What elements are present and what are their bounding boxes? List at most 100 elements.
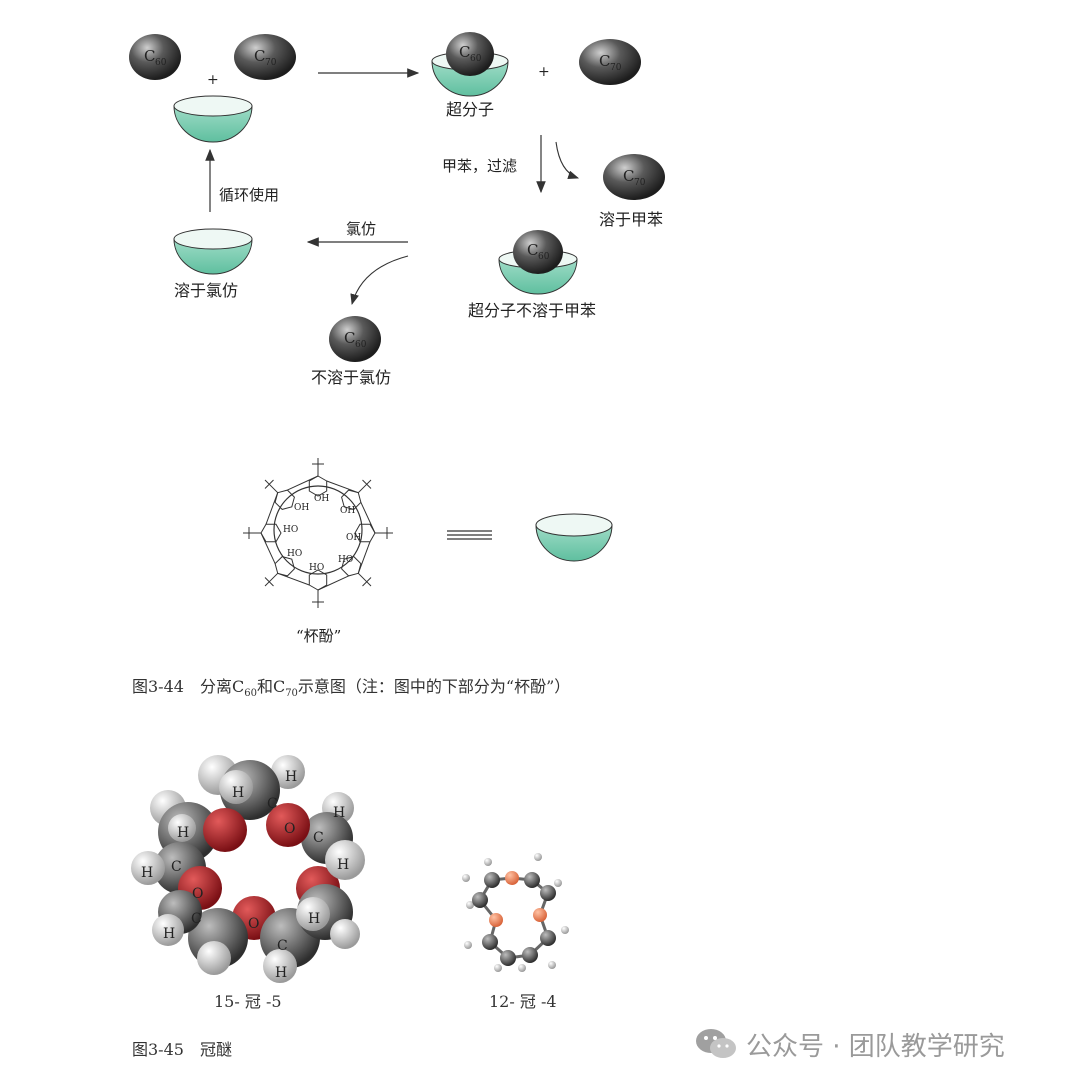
- calixarene-bowl-symbol: [535, 513, 613, 562]
- atom-c: [540, 885, 556, 901]
- plus-sign: +: [207, 72, 219, 88]
- atom-label: H: [285, 769, 297, 785]
- label-calixarene: “杯酚”: [296, 627, 341, 645]
- benzene-ring: [308, 569, 328, 591]
- atom-c: [472, 892, 488, 908]
- atom-c: [540, 930, 556, 946]
- atom-label: O: [192, 886, 203, 902]
- label-toluene-filter: 甲苯，过滤: [442, 157, 517, 175]
- atom-label: H: [232, 785, 244, 801]
- atom-label: H: [141, 865, 153, 881]
- atom-h: [325, 840, 365, 880]
- svg-text:OH: OH: [314, 494, 329, 504]
- atom-h: [462, 874, 470, 882]
- svg-text:C: C: [623, 167, 634, 185]
- svg-text:60: 60: [355, 340, 367, 350]
- atom-label: H: [275, 965, 287, 981]
- c70-ball-top-right: C 70: [579, 39, 641, 85]
- supramolecule-lower: C 60: [498, 230, 578, 295]
- atom-c: [484, 872, 500, 888]
- svg-text:HO: HO: [338, 555, 353, 565]
- atom-label: C: [313, 830, 324, 846]
- atom-label: H: [337, 857, 349, 873]
- atom-label: H: [163, 926, 175, 942]
- arrow-c60-branch: [350, 255, 409, 306]
- atom-h: [494, 964, 502, 972]
- label-12-crown-4: 12- 冠 -4: [489, 992, 557, 1011]
- atom-h: [131, 851, 165, 885]
- atom-h: [168, 814, 196, 842]
- svg-text:OH: OH: [346, 533, 361, 543]
- svg-text:60: 60: [470, 54, 482, 64]
- svg-text:OH: OH: [294, 503, 309, 513]
- atom-c: [482, 934, 498, 950]
- atom-h: [330, 919, 360, 949]
- atom-o: [489, 913, 503, 927]
- svg-text:C: C: [344, 329, 355, 347]
- atom-h: [548, 961, 556, 969]
- atom-h: [464, 941, 472, 949]
- atom-h: [296, 897, 330, 931]
- plus-sign-2: +: [538, 64, 550, 80]
- c70-ball-start: C 70: [234, 34, 296, 80]
- atom-label: O: [284, 821, 295, 837]
- svg-text:C: C: [599, 52, 610, 70]
- svg-text:70: 70: [634, 178, 646, 188]
- label-chloroform: 氯仿: [346, 220, 376, 238]
- equivalence-sign: [447, 530, 492, 540]
- supramolecule-top: C 60: [431, 32, 509, 97]
- svg-text:HO: HO: [287, 549, 302, 559]
- atom-h: [518, 964, 526, 972]
- atom-h: [534, 853, 542, 861]
- atom-h: [263, 949, 297, 983]
- atom-label: H: [333, 805, 345, 821]
- atom-c: [522, 947, 538, 963]
- caption-fig-3-45: 图3-45 冠醚: [132, 1040, 232, 1059]
- atom-h: [219, 770, 253, 804]
- svg-text:C: C: [254, 47, 265, 65]
- atom-c: [524, 872, 540, 888]
- svg-text:60: 60: [155, 58, 167, 68]
- svg-text:OH: OH: [340, 506, 355, 516]
- caption-fig-3-44: 图3-44 分离C60和C70示意图（注：图中的下部分为“杯酚”）: [132, 677, 571, 700]
- calixarene-oh-labels: OH OH OH HO OH HO HO HO: [283, 494, 361, 573]
- label-dissolves-toluene: 溶于甲苯: [599, 210, 663, 229]
- watermark: 公众号 · 团队教学研究: [694, 1024, 1005, 1064]
- svg-text:C: C: [459, 43, 470, 61]
- label-insoluble-chloroform: 不溶于氯仿: [311, 368, 391, 387]
- calixarene-bowl-chloroform: [173, 228, 253, 275]
- atom-h: [271, 755, 305, 789]
- atom-label: C: [191, 911, 202, 927]
- atom-o: [203, 808, 247, 852]
- atom-label: C: [171, 859, 182, 875]
- wechat-icon: [696, 1029, 736, 1058]
- atom-label: H: [177, 825, 189, 841]
- atom-label: C: [277, 938, 288, 954]
- atom-o: [505, 871, 519, 885]
- c60-ball-start: C 60: [129, 34, 181, 80]
- atom-o: [533, 908, 547, 922]
- atom-h: [466, 901, 474, 909]
- atom-label: H: [308, 911, 320, 927]
- atom-h: [197, 941, 231, 975]
- label-dissolves-chloroform: 溶于氯仿: [174, 281, 238, 300]
- atom-h: [554, 879, 562, 887]
- atom-h: [561, 926, 569, 934]
- label-15-crown-5: 15- 冠 -5: [214, 992, 282, 1011]
- svg-text:C: C: [144, 47, 155, 65]
- label-supramolecule: 超分子: [446, 100, 494, 119]
- atom-label: O: [248, 916, 259, 932]
- atom-h: [484, 858, 492, 866]
- watermark-text: 公众号 · 团队教学研究: [746, 1031, 1005, 1062]
- crown-12-4-model: [462, 853, 569, 972]
- c70-ball-dissolved: C 70: [603, 154, 665, 200]
- svg-text:HO: HO: [283, 525, 298, 535]
- svg-text:70: 70: [265, 58, 277, 68]
- svg-text:HO: HO: [309, 563, 324, 573]
- svg-text:70: 70: [610, 63, 622, 73]
- atom-c: [500, 950, 516, 966]
- calixarene-structure: [243, 458, 393, 608]
- label-recycle: 循环使用: [219, 186, 279, 204]
